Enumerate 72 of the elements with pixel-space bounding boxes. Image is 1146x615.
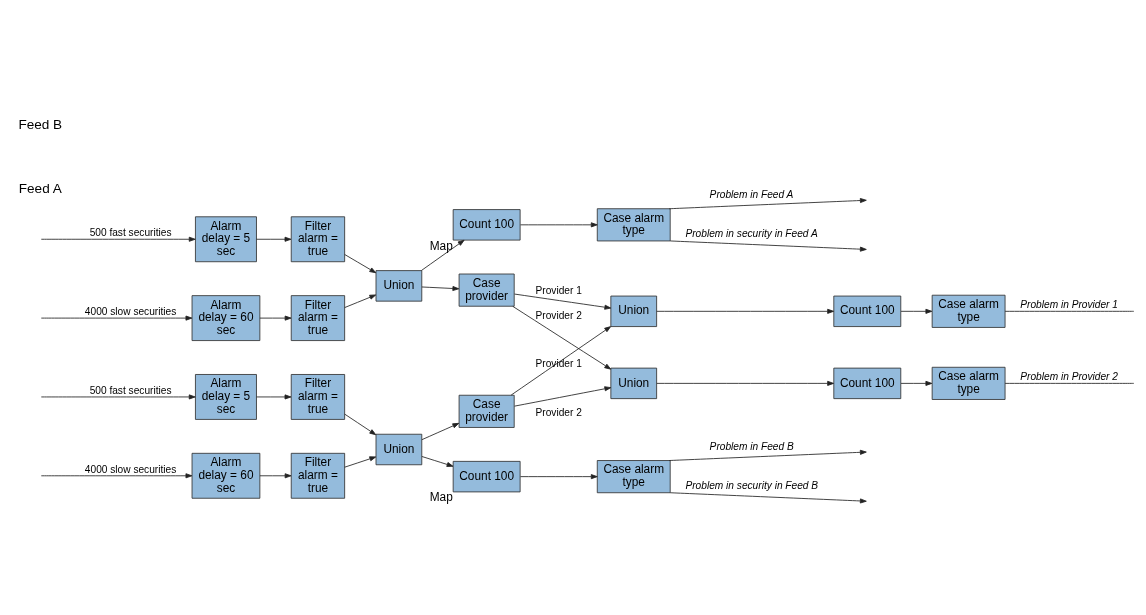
connector xyxy=(1004,382,1135,384)
arrow xyxy=(40,473,193,479)
edge-label: Provider 1 xyxy=(535,357,582,369)
arrow xyxy=(900,308,933,314)
arrow xyxy=(656,380,834,386)
node-box: Count 100 xyxy=(452,460,521,493)
node-label: Map xyxy=(429,238,453,253)
arrow xyxy=(514,386,612,407)
node-label: Map xyxy=(429,490,453,505)
arrow xyxy=(344,456,377,468)
arrow xyxy=(40,394,196,400)
node-box: Alarm delay = 60 sec xyxy=(191,452,261,499)
arrow xyxy=(669,492,867,504)
node-box: Union xyxy=(375,270,423,302)
arrow xyxy=(656,308,834,314)
edge-label: Problem in Feed B xyxy=(709,441,794,453)
node-box: Case provider xyxy=(458,273,515,307)
arrow xyxy=(668,198,867,210)
edge-label: Problem in security in Feed A xyxy=(685,228,818,240)
edge-label: Provider 1 xyxy=(535,285,582,297)
node-box: Case provider xyxy=(458,394,515,428)
arrow xyxy=(256,394,292,400)
edge-label: Problem in security in Feed B xyxy=(685,480,819,492)
edge-label: Problem in Feed A xyxy=(709,189,794,201)
arrow xyxy=(40,315,193,321)
edge-label: Provider 2 xyxy=(535,310,582,322)
arrow xyxy=(259,473,292,479)
arrow xyxy=(514,293,612,310)
arrow xyxy=(256,236,292,242)
node-box: Count 100 xyxy=(833,367,902,400)
node-box: Case alarm type xyxy=(931,366,1006,400)
node-box: Filter alarm = true xyxy=(290,295,346,341)
node-box: Count 100 xyxy=(452,209,521,241)
edge-label: 4000 slow securities xyxy=(84,463,177,475)
edge-label: Provider 2 xyxy=(535,407,582,419)
edge-label: Problem in Provider 1 xyxy=(1020,298,1118,310)
node-box: Case alarm type xyxy=(931,294,1006,328)
node-box: Alarm delay = 5 sec xyxy=(195,216,257,263)
arrow xyxy=(40,236,196,242)
arrow xyxy=(668,449,867,461)
arrow xyxy=(512,305,612,370)
label: Feed A xyxy=(18,181,62,197)
node-box: Union xyxy=(375,433,423,466)
edge-label: 500 fast securities xyxy=(89,385,172,397)
arrow xyxy=(520,222,598,228)
arrow xyxy=(421,456,454,467)
arrow xyxy=(669,240,867,252)
arrow xyxy=(259,315,292,321)
arrow xyxy=(520,474,598,480)
connector xyxy=(1004,310,1135,312)
node-box: Count 100 xyxy=(833,295,902,327)
node-box: Union xyxy=(610,295,658,327)
edge-label: 500 fast securities xyxy=(89,227,172,239)
node-box: Alarm delay = 60 sec xyxy=(191,295,261,341)
arrow xyxy=(344,413,377,436)
arrow xyxy=(900,380,933,386)
arrow xyxy=(344,254,377,274)
node-box: Union xyxy=(610,367,658,400)
node-box: Filter alarm = true xyxy=(290,452,346,499)
edge-label: 4000 slow securities xyxy=(84,306,177,318)
arrow xyxy=(421,239,465,271)
edge-label: Problem in Provider 2 xyxy=(1020,370,1118,382)
arrow xyxy=(510,326,612,396)
node-box: Alarm delay = 5 sec xyxy=(195,374,257,420)
node-box: Case alarm type xyxy=(596,460,671,494)
arrow xyxy=(421,422,460,441)
label: Feed B xyxy=(18,116,63,132)
node-box: Filter alarm = true xyxy=(290,216,346,263)
node-box: Filter alarm = true xyxy=(290,374,346,420)
arrow xyxy=(421,286,460,291)
arrow xyxy=(344,294,377,308)
node-box: Case alarm type xyxy=(596,208,671,242)
